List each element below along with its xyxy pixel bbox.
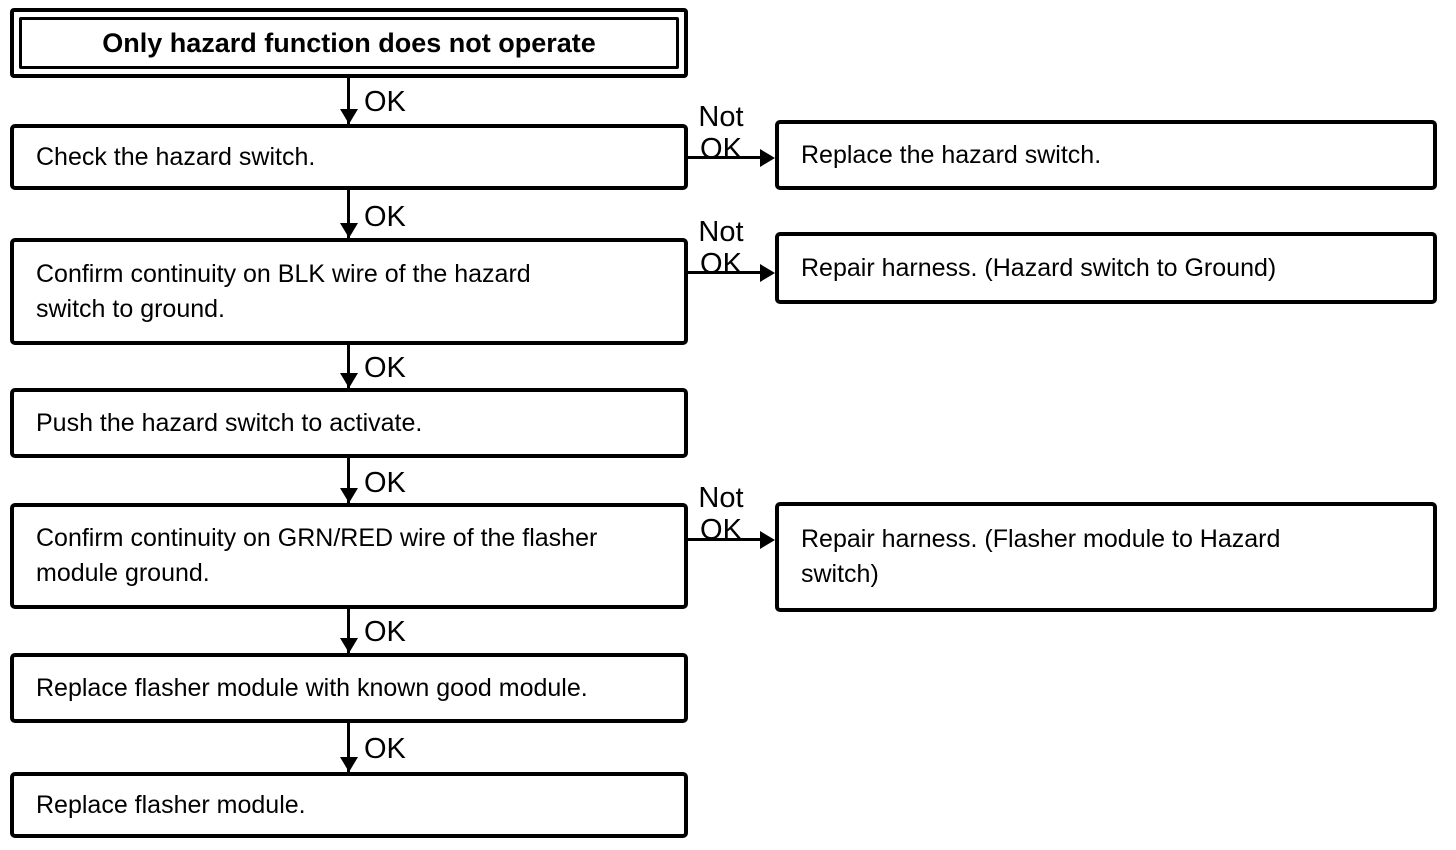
step-node-replace-flasher-module: Replace flasher module. (10, 772, 688, 838)
step-node-replace-with-known-good-module: Replace flasher module with known good m… (10, 653, 688, 723)
step-node-continuity-grn-red-wire: Confirm continuity on GRN/RED wire of th… (10, 503, 688, 609)
step-text: Confirm continuity on GRN/RED wire of th… (36, 524, 598, 587)
down-arrow-line-6 (347, 721, 350, 772)
down-arrowhead-icon (340, 757, 358, 772)
not-ok-line1: Not (698, 482, 744, 514)
right-arrowhead-icon (760, 149, 775, 167)
not-ok-line2: OK (700, 514, 742, 546)
not-ok-edge-label: Not OK (692, 103, 750, 164)
not-ok-edge-label: Not OK (692, 218, 750, 279)
down-arrow-line-3 (347, 345, 350, 388)
down-arrowhead-icon (340, 638, 358, 653)
ok-edge-label: OK (364, 201, 406, 233)
fix-text: Repair harness. (Flasher module to Hazar… (801, 525, 1281, 588)
down-arrowhead-icon (340, 109, 358, 124)
right-arrow-line-1 (688, 156, 762, 159)
step-text: Check the hazard switch. (36, 142, 316, 171)
not-ok-edge-label: Not OK (692, 484, 750, 545)
fix-node-replace-hazard-switch: Replace the hazard switch. (775, 120, 1437, 190)
ok-edge-label: OK (364, 467, 406, 499)
down-arrow-line-2 (347, 190, 350, 238)
ok-edge-label: OK (364, 86, 406, 118)
ok-edge-label: OK (364, 733, 406, 765)
right-arrowhead-icon (760, 264, 775, 282)
down-arrowhead-icon (340, 488, 358, 503)
step-node-check-hazard-switch: Check the hazard switch. (10, 124, 688, 190)
start-node-label: Only hazard function does not operate (19, 17, 679, 69)
fix-text: Replace the hazard switch. (801, 140, 1102, 169)
fix-node-repair-harness-module-switch: Repair harness. (Flasher module to Hazar… (775, 502, 1437, 612)
step-text: Replace flasher module with known good m… (36, 673, 588, 702)
down-arrow-line-1 (347, 77, 350, 124)
step-text: Confirm continuity on BLK wire of the ha… (36, 259, 531, 323)
not-ok-line2: OK (700, 133, 742, 165)
ok-edge-label: OK (364, 616, 406, 648)
not-ok-line1: Not (698, 101, 744, 133)
fix-text: Repair harness. (Hazard switch to Ground… (801, 253, 1277, 282)
ok-edge-label: OK (364, 352, 406, 384)
step-node-continuity-blk-wire: Confirm continuity on BLK wire of the ha… (10, 238, 688, 345)
step-text: Push the hazard switch to activate. (36, 408, 423, 437)
down-arrow-line-5 (347, 609, 350, 653)
right-arrowhead-icon (760, 531, 775, 549)
step-text: Replace flasher module. (36, 790, 306, 819)
right-arrow-line-3 (688, 538, 762, 541)
down-arrowhead-icon (340, 223, 358, 238)
not-ok-line2: OK (700, 248, 742, 280)
down-arrow-line-4 (347, 458, 350, 503)
right-arrow-line-2 (688, 271, 762, 274)
start-node: Only hazard function does not operate (10, 8, 688, 78)
step-node-push-hazard-switch: Push the hazard switch to activate. (10, 388, 688, 458)
fix-node-repair-harness-switch-ground: Repair harness. (Hazard switch to Ground… (775, 232, 1437, 304)
not-ok-line1: Not (698, 216, 744, 248)
down-arrowhead-icon (340, 373, 358, 388)
